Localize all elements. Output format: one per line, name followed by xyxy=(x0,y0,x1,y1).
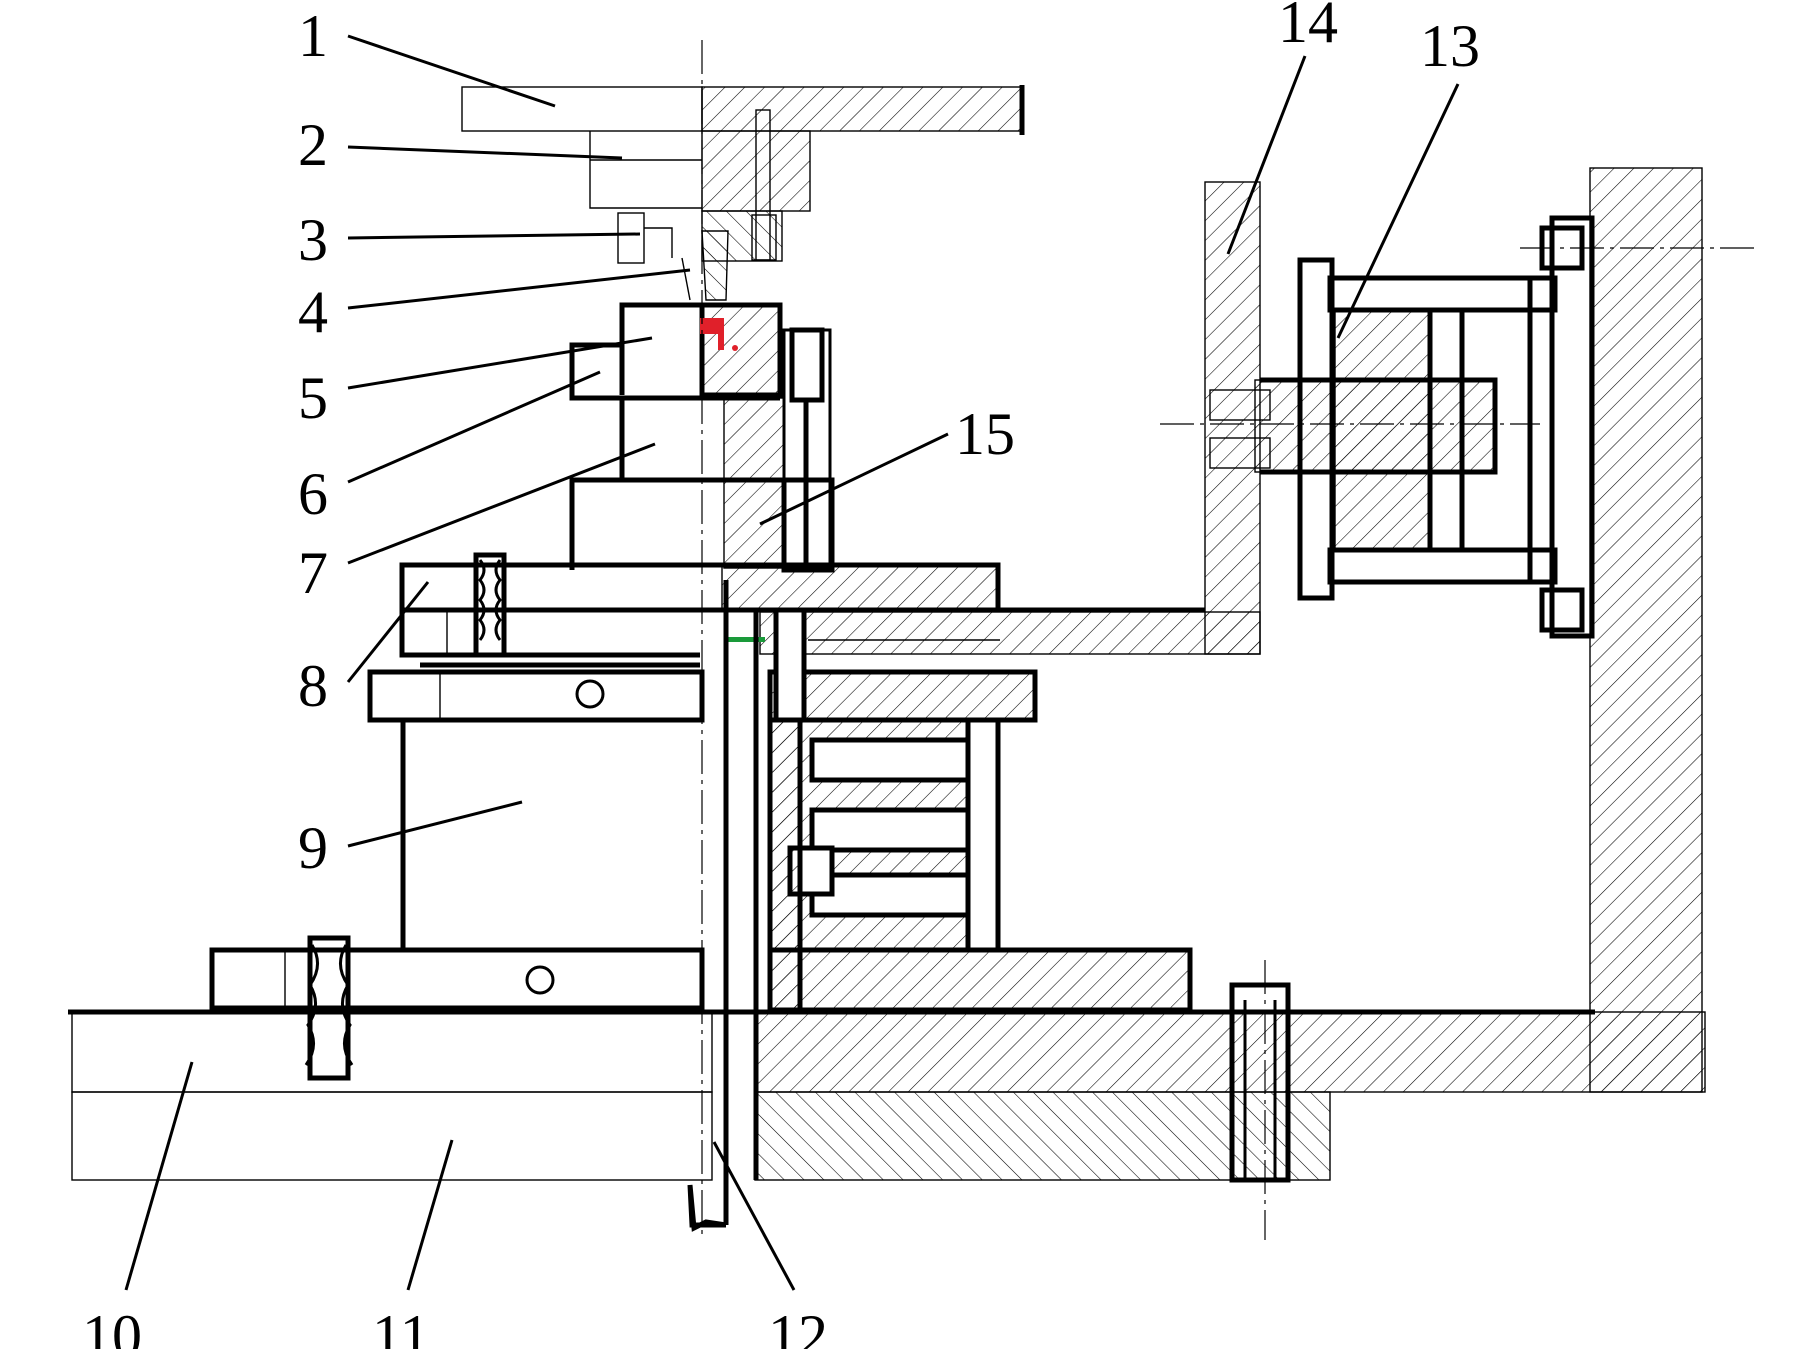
part-1-top-plate xyxy=(461,85,1025,135)
part-15-insert xyxy=(781,327,835,573)
part-12-shaft xyxy=(687,580,759,1232)
part-2-punch-holder xyxy=(589,109,811,262)
callout-11: 11 xyxy=(372,1303,430,1349)
callout-7: 7 xyxy=(298,540,328,606)
part-4-punch xyxy=(681,230,729,301)
leader-lines xyxy=(124,34,1460,1291)
callout-13: 13 xyxy=(1420,13,1480,79)
callout-labels: 1 2 3 4 5 6 7 8 9 10 11 12 13 14 15 xyxy=(82,0,1480,1349)
callout-9: 9 xyxy=(298,815,328,881)
callout-10: 10 xyxy=(82,1303,142,1349)
part-5-die-top xyxy=(619,302,783,398)
part-8-die-plate xyxy=(399,552,1205,658)
part-3-clamp-block xyxy=(617,212,673,264)
callout-8: 8 xyxy=(298,653,328,719)
callout-2: 2 xyxy=(298,112,328,178)
callout-14: 14 xyxy=(1278,0,1338,55)
callout-6: 6 xyxy=(298,461,328,527)
callout-4: 4 xyxy=(298,279,328,345)
callout-12: 12 xyxy=(768,1303,828,1349)
part-6-side-lug xyxy=(569,342,622,401)
part-13-actuator xyxy=(1209,215,1595,639)
plate-extension xyxy=(725,181,1261,655)
callout-5: 5 xyxy=(298,365,328,431)
green-marker-highlight xyxy=(725,637,765,642)
lower-plate xyxy=(209,935,705,1081)
center-lines xyxy=(701,40,1760,1240)
right-cam-housing xyxy=(767,607,1193,1013)
callout-1: 1 xyxy=(298,3,328,69)
callout-15: 15 xyxy=(955,401,1015,467)
callout-3: 3 xyxy=(298,207,328,273)
intermediate-plate xyxy=(367,662,705,723)
part-10-11-bed xyxy=(68,167,1706,1183)
